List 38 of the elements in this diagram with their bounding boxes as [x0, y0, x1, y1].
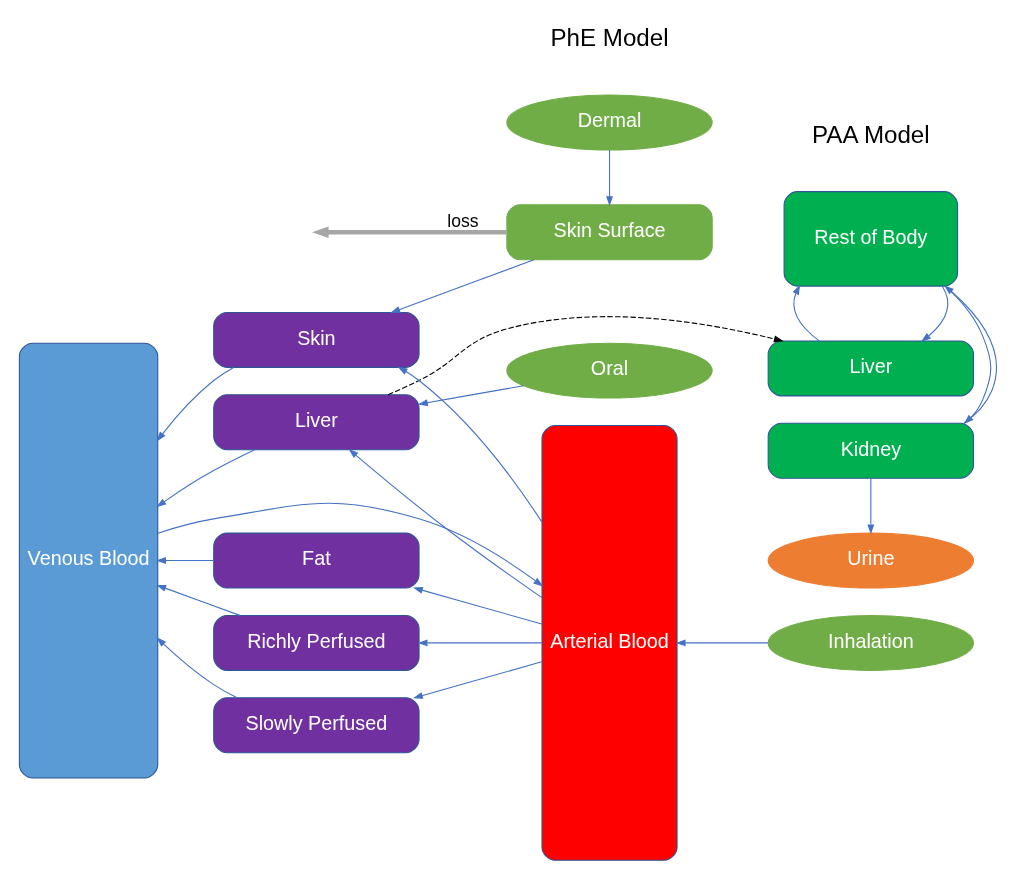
- node-box: Skin Surface: [506, 204, 713, 261]
- arrow: [156, 366, 235, 442]
- arrow: [156, 449, 256, 508]
- arrow: [675, 639, 769, 647]
- node-box: Slowly Perfused: [213, 697, 420, 754]
- arrow: [412, 661, 543, 699]
- arrow: [792, 284, 820, 342]
- label: PAA Model: [812, 120, 930, 148]
- arrow: [417, 639, 543, 647]
- arrow: [312, 226, 507, 239]
- arrow: [157, 502, 544, 587]
- node-box: Fat: [213, 532, 420, 589]
- arrow: [606, 149, 613, 207]
- node-ellipse: Urine: [767, 532, 975, 589]
- arrow: [156, 637, 238, 699]
- node-box: Liver: [213, 394, 420, 451]
- node-box: Arterial Blood: [541, 424, 678, 861]
- arrow: [156, 557, 215, 565]
- node-ellipse: Dermal: [506, 94, 713, 151]
- node-ellipse: Inhalation: [767, 614, 975, 671]
- edge-label: loss: [447, 210, 479, 231]
- arrow: [397, 366, 543, 523]
- arrow: [921, 285, 949, 342]
- arrow: [387, 316, 784, 396]
- node-box: Liver: [767, 340, 975, 397]
- node-box: Rest of Body: [783, 191, 959, 287]
- arrow: [417, 385, 525, 407]
- arrow: [412, 586, 543, 625]
- node-box: Skin: [213, 311, 420, 368]
- label: PhE Model: [550, 24, 669, 52]
- arrow: [390, 259, 535, 313]
- arrow: [348, 449, 543, 599]
- arrow: [867, 477, 875, 535]
- node-box: Kidney: [767, 422, 975, 479]
- node-box: Richly Perfused: [213, 614, 420, 671]
- arrow: [156, 584, 241, 616]
- node-box: Venous Blood: [18, 342, 159, 779]
- node-ellipse: Oral: [506, 342, 713, 399]
